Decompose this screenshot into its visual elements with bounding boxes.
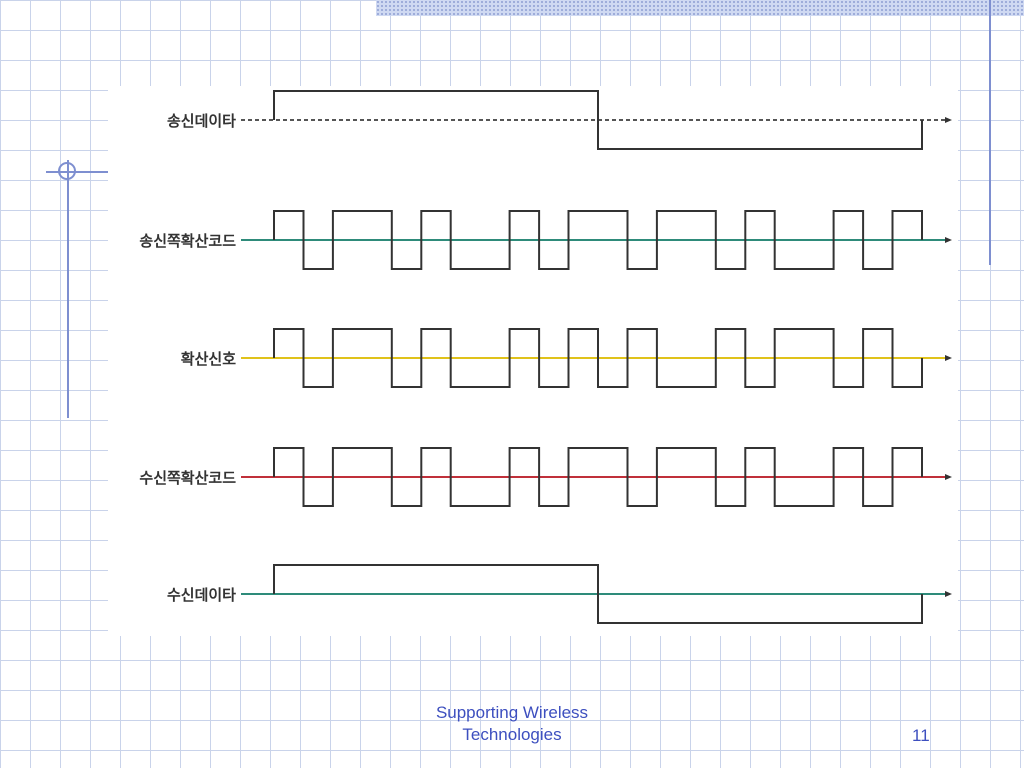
signal-waveform (273, 210, 923, 270)
signal-row: 수신데이타 (167, 564, 952, 624)
signal-row: 송신쪽확산코드 (139, 210, 952, 270)
arrow-head-icon (945, 591, 952, 597)
signal-label: 수신쪽확산코드 (139, 469, 236, 487)
arrow-head-icon (945, 355, 952, 361)
signal-label: 송신데이타 (167, 112, 236, 130)
footer-title: Supporting Wireless Technologies (435, 703, 589, 744)
arrow-head-icon (945, 237, 952, 243)
signal-waveform (273, 328, 923, 388)
page-number: 11 (912, 726, 930, 745)
signal-row: 수신쪽확산코드 (139, 447, 952, 507)
decorative-vertical-line-right (989, 0, 991, 265)
top-decorative-bar (376, 0, 1024, 16)
signal-waveform (273, 90, 923, 150)
arrow-head-icon (945, 117, 952, 123)
signal-label: 수신데이타 (167, 586, 236, 604)
decorative-vertical-line-left (67, 160, 69, 418)
signal-row: 송신데이타 (167, 90, 952, 150)
decorative-circle-icon (58, 162, 76, 180)
signal-label: 확산신호 (181, 350, 236, 368)
signal-row: 확산신호 (181, 328, 952, 388)
decorative-horizontal-line (46, 171, 110, 173)
arrow-head-icon (945, 474, 952, 480)
signal-waveform (273, 447, 923, 507)
signal-label: 송신쪽확산코드 (139, 232, 236, 250)
signal-waveform (273, 564, 923, 624)
